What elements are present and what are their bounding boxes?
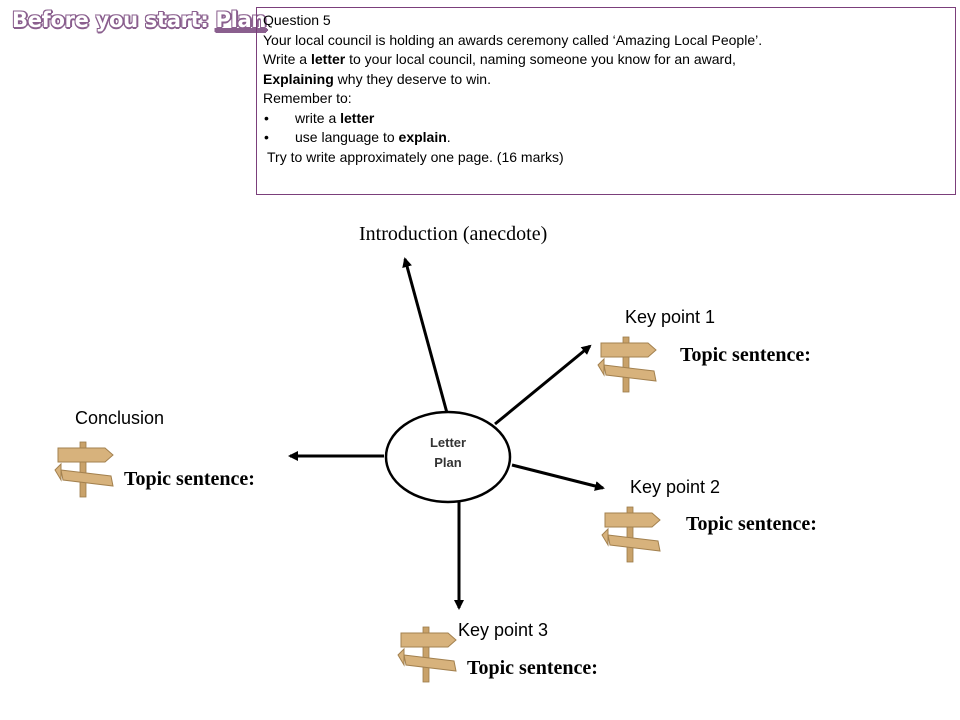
key-point-1-label: Key point 1 [625,307,716,327]
conclusion-label: Conclusion [75,408,165,428]
heading-prefix: Before you start: [12,8,216,32]
key-point-3-topic: Topic sentence: [467,657,598,679]
q3-bold: Explaining [263,70,334,87]
signpost-icon [601,506,661,563]
bullet-item: • write a letter [263,109,949,129]
arrow-key-point-2 [511,463,605,491]
conclusion-topic: Topic sentence: [124,468,255,490]
question-closing: Try to write approximately one page. (16… [267,148,564,165]
q3-post: why they deserve to win. [333,70,491,87]
question-line-3: Explaining why they deserve to win. [263,70,949,90]
bullet-item: • use language to explain. [263,128,949,148]
key-point-2-label: Key point 2 [630,477,721,497]
question-line-1: Your local council is holding an awards … [263,31,763,48]
introduction-label: Introduction (anecdote) [359,223,548,245]
page-heading: Before you start: Plan [12,8,266,32]
q2-post: to your local council, naming someone yo… [345,51,736,67]
b1-bold: letter [340,109,375,126]
signpost-icon [397,626,457,683]
center-ellipse [384,410,512,504]
q2-pre: Write a [263,51,311,67]
heading-emphasis: Plan [215,8,267,32]
b2-post: . [446,129,451,145]
question-remember: Remember to: [263,90,352,106]
q2-bold: letter [310,51,346,67]
b2-bold: explain [398,129,447,145]
signpost-icon [54,441,114,498]
center-node: Letter Plan [386,433,510,473]
b2-pre: use language to [295,129,399,145]
key-point-2-topic: Topic sentence: [686,513,817,535]
arrow-introduction [402,257,449,414]
bullet-icon: • [264,129,269,145]
question-bullets: • write a letter • use language to explain… [263,109,949,148]
signpost-icon [597,336,657,393]
b1-pre: write a [295,109,341,126]
question-number: Question 5 [263,12,331,28]
center-line-2: Plan [434,455,462,470]
key-point-3-label: Key point 3 [458,620,549,640]
center-line-1: Letter [429,435,467,450]
question-line-2: Write a letter to your local council, na… [263,50,949,70]
arrow-key-point-1 [494,344,592,426]
branch-arrows [288,257,605,610]
bullet-icon: • [264,109,269,126]
question-box: Question 5 Your local council is holding… [256,7,956,195]
key-point-1-topic: Topic sentence: [680,344,811,366]
